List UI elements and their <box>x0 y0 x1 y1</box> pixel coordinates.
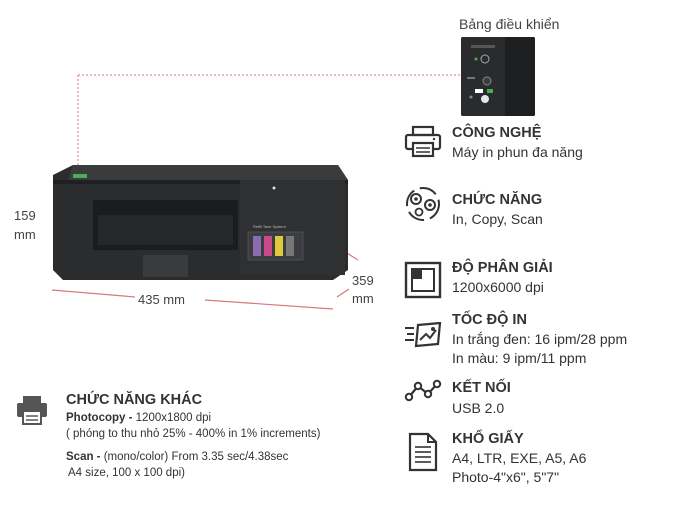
spec-value-technology: Máy in phun đa năng <box>452 144 583 160</box>
other-functions-title: CHỨC NĂNG KHÁC <box>66 392 203 408</box>
photocopy-line: Photocopy - 1200x1800 dpi <box>66 410 211 426</box>
height-value: 159 <box>14 208 36 223</box>
speed-icon <box>405 322 442 348</box>
spec-value-resolution: 1200x6000 dpi <box>452 279 544 295</box>
spec-title-paper-size: KHỔ GIẤY <box>452 431 524 447</box>
scan-label: Scan - <box>66 451 101 463</box>
spec-value-functions: In, Copy, Scan <box>452 211 543 227</box>
other-functions-printer-icon <box>17 396 47 425</box>
spec-value-connection: USB 2.0 <box>452 400 505 416</box>
depth-value: 359 <box>352 273 374 288</box>
spec-title-functions: CHỨC NĂNG <box>452 192 543 208</box>
spec-value-paper-size-1: A4, LTR, EXE, A5, A6 <box>452 450 587 466</box>
spec-value-speed-color: In màu: 9 ipm/11 ppm <box>452 350 587 366</box>
photocopy-note: ( phóng to thu nhỏ 25% - 400% in 1% incr… <box>66 428 321 440</box>
spec-title-connection: KẾT NỐI <box>452 380 511 396</box>
spec-title-speed: TỐC ĐỘ IN <box>452 312 527 328</box>
functions-icon <box>406 187 440 221</box>
printer-image: Refill Tank System <box>53 165 348 280</box>
connection-icon <box>404 379 442 402</box>
spec-title-resolution: ĐỘ PHÂN GIẢI <box>452 260 553 276</box>
width-dimension: 435 mm <box>138 292 185 307</box>
spec-value-speed-mono: In trắng đen: 16 ipm/28 ppm <box>452 331 628 347</box>
photocopy-label: Photocopy - <box>66 412 133 424</box>
height-unit: mm <box>14 227 36 242</box>
scan-note: A4 size, 100 x 100 dpi) <box>68 467 185 479</box>
paper-size-icon <box>408 432 438 472</box>
printer-model-label: Refill Tank System <box>253 224 286 229</box>
scan-value: (mono/color) From 3.35 sec/4.38sec <box>103 451 289 463</box>
spec-value-paper-size-2: Photo-4"x6", 5"7" <box>452 469 560 485</box>
control-panel-image <box>461 37 535 116</box>
depth-unit: mm <box>352 291 374 306</box>
photocopy-value: 1200x1800 dpi <box>135 412 212 424</box>
control-panel-label: Bảng điều khiển <box>459 16 560 32</box>
spec-title-technology: CÔNG NGHỆ <box>452 125 542 141</box>
resolution-icon <box>404 261 442 299</box>
scan-line: Scan - (mono/color) From 3.35 sec/4.38se… <box>66 449 288 465</box>
printer-icon <box>404 125 442 158</box>
